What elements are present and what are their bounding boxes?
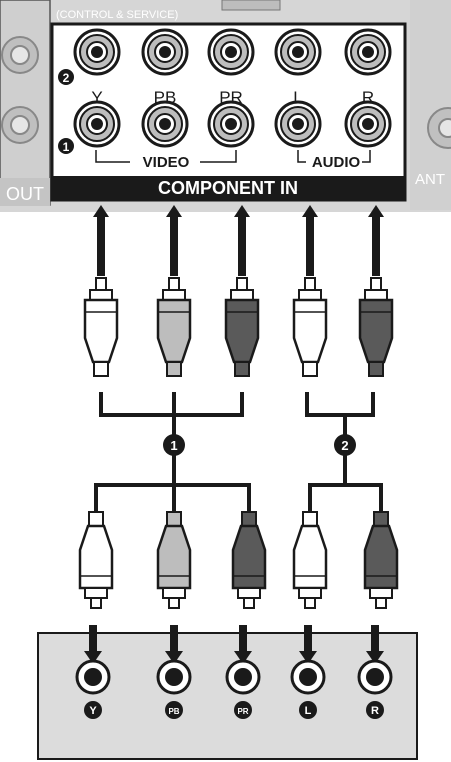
up-arrow-1 xyxy=(166,205,182,276)
svg-text:PR: PR xyxy=(237,707,248,716)
video-cable-marker: 1 xyxy=(163,434,185,456)
lower-plugs xyxy=(78,511,399,609)
audio-bracket xyxy=(297,150,371,163)
rca-plug-upper-0 xyxy=(83,277,119,377)
rca-plug-lower-2 xyxy=(231,511,267,609)
upper-plugs xyxy=(83,277,394,377)
rca-plug-upper-2 xyxy=(224,277,260,377)
left-edge-text: OUT xyxy=(6,184,44,204)
component-in-title: COMPONENT IN xyxy=(158,178,298,198)
tv-jack-row1-4 xyxy=(344,100,392,148)
up-arrow-0 xyxy=(93,205,109,276)
device-jack-0 xyxy=(75,659,111,695)
rca-plug-upper-3 xyxy=(292,277,328,377)
row2-marker: 2 xyxy=(58,69,74,85)
device-jack-3 xyxy=(290,659,326,695)
right-edge-text: ANT xyxy=(415,171,445,188)
tv-label-pb: PB xyxy=(154,88,177,107)
tv-jack-row1-3 xyxy=(274,100,322,148)
video-bracket xyxy=(95,150,237,163)
tv-jack-row1-2 xyxy=(207,100,255,148)
device-jack-label-0: Y xyxy=(84,701,102,719)
svg-text:2: 2 xyxy=(63,71,70,85)
audio-group-label: AUDIO xyxy=(312,154,361,171)
tv-jacks-row-2 xyxy=(73,28,392,76)
left-faint-jack xyxy=(1,36,39,74)
tv-jack-row2-0 xyxy=(73,28,121,76)
tv-left-section xyxy=(0,0,51,206)
top-tab xyxy=(221,0,281,11)
component-title-bar xyxy=(52,176,405,200)
tv-label-r: R xyxy=(362,88,374,107)
down-arrows xyxy=(84,625,384,664)
audio-cable-marker: 2 xyxy=(334,434,356,456)
up-arrow-4 xyxy=(368,205,384,276)
tv-jack-row1-1 xyxy=(141,100,189,148)
device-jack-1 xyxy=(156,659,192,695)
tv-label-y: Y xyxy=(91,88,102,107)
tv-jack-row1-0 xyxy=(73,100,121,148)
left-out-box xyxy=(0,178,50,206)
device-jack-labels: Y PB PR L R xyxy=(84,701,384,719)
tv-jacks-row-1 xyxy=(73,100,392,148)
tv-label-l: L xyxy=(293,88,302,107)
control-service-text: (CONTROL & SERVICE) xyxy=(56,9,178,21)
video-group-label: VIDEO xyxy=(143,154,190,171)
cable-wires xyxy=(94,392,383,512)
up-arrow-2 xyxy=(234,205,250,276)
rca-plug-upper-4 xyxy=(358,277,394,377)
svg-text:R: R xyxy=(371,705,379,717)
down-arrow-2 xyxy=(234,625,252,664)
rca-plug-lower-0 xyxy=(78,511,114,609)
down-arrow-0 xyxy=(84,625,102,664)
left-faint-jack xyxy=(1,106,39,144)
tv-label-pr: PR xyxy=(219,88,243,107)
up-arrows xyxy=(93,205,384,276)
device-jack-label-3: L xyxy=(299,701,317,719)
tv-jack-row2-1 xyxy=(141,28,189,76)
tv-jack-row2-4 xyxy=(344,28,392,76)
down-arrow-1 xyxy=(165,625,183,664)
rca-plug-lower-3 xyxy=(292,511,328,609)
tv-jack-row2-2 xyxy=(207,28,255,76)
tv-right-section xyxy=(410,0,451,210)
device-jacks xyxy=(75,659,393,695)
device-jack-label-2: PR xyxy=(234,701,252,719)
device-jack-2 xyxy=(225,659,261,695)
svg-text:2: 2 xyxy=(341,438,348,453)
rca-plug-lower-1 xyxy=(156,511,192,609)
svg-text:Y: Y xyxy=(89,705,97,717)
svg-text:1: 1 xyxy=(170,438,177,453)
down-arrow-3 xyxy=(299,625,317,664)
svg-text:1: 1 xyxy=(63,140,70,154)
svg-text:L: L xyxy=(305,705,312,717)
antenna-jack xyxy=(427,107,451,149)
tv-jack-row2-3 xyxy=(274,28,322,76)
device-jack-4 xyxy=(357,659,393,695)
device-panel xyxy=(37,632,418,760)
up-arrow-3 xyxy=(302,205,318,276)
rca-plug-upper-1 xyxy=(156,277,192,377)
row1-marker: 1 xyxy=(58,138,74,154)
device-jack-label-1: PB xyxy=(165,701,183,719)
down-arrow-4 xyxy=(366,625,384,664)
device-jack-label-4: R xyxy=(366,701,384,719)
svg-text:PB: PB xyxy=(168,707,179,716)
rca-plug-lower-4 xyxy=(363,511,399,609)
